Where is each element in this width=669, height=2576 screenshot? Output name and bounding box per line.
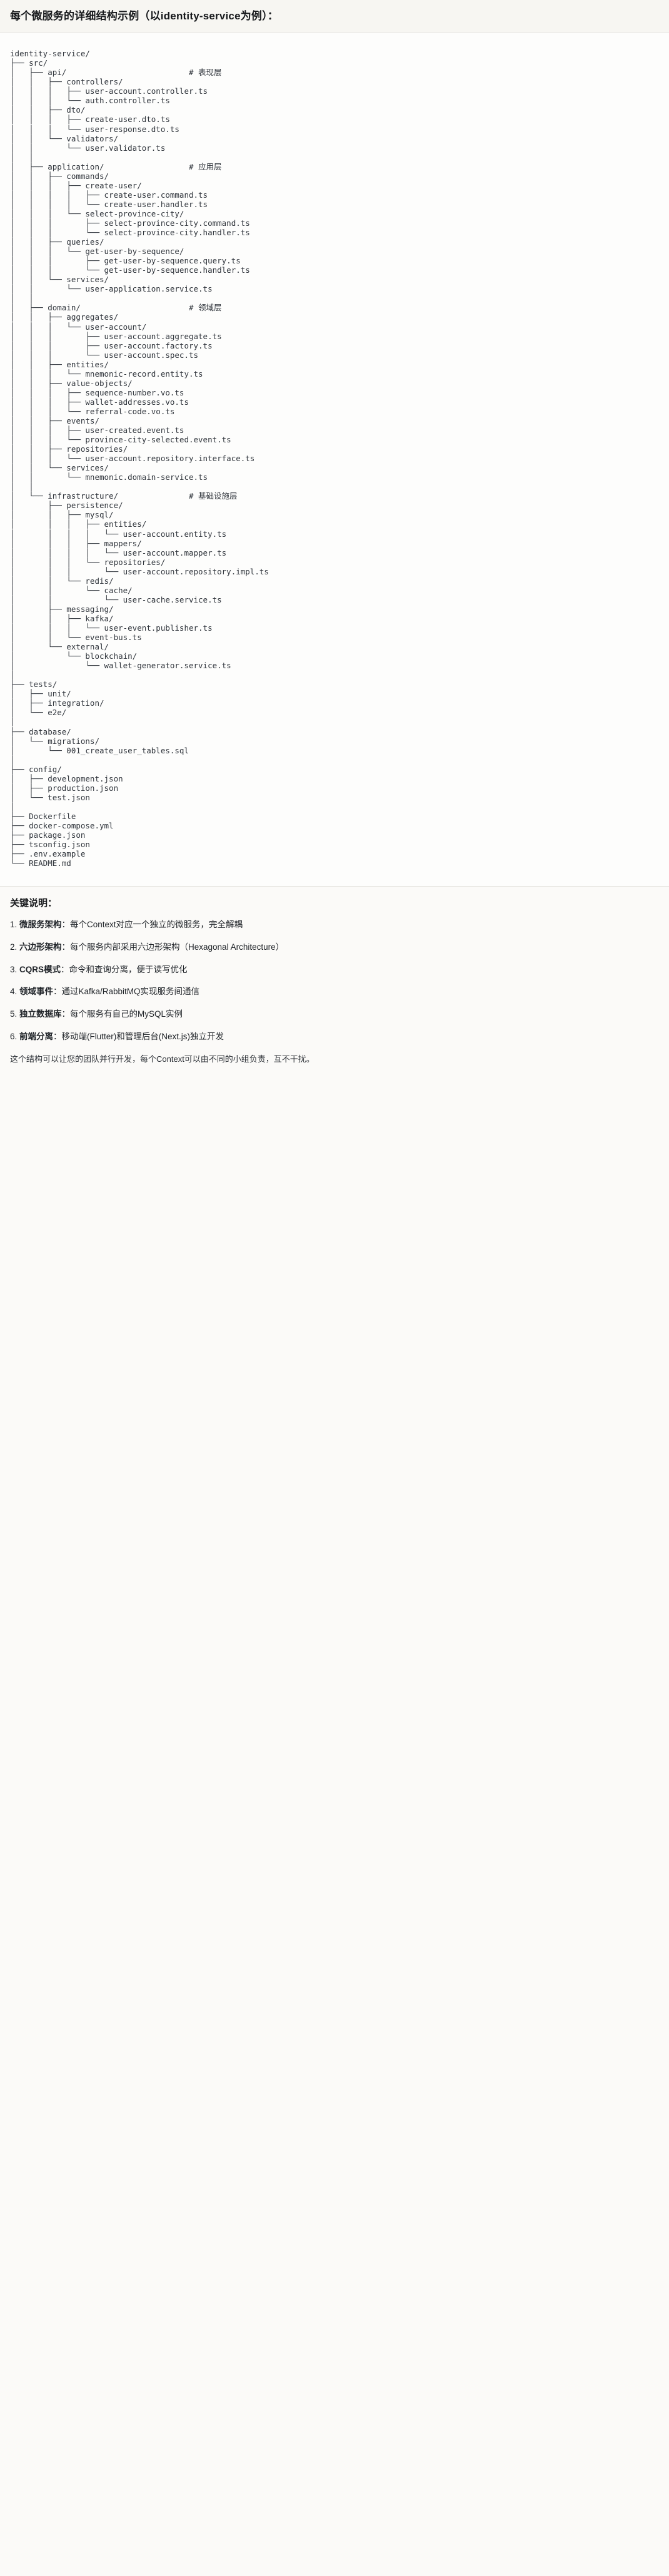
key-note-description: 命令和查询分离，便于读写优化 (69, 964, 188, 974)
key-note-separator: ： (61, 942, 71, 952)
directory-tree: identity-service/ ├── src/ │ ├── api/ # … (10, 49, 659, 868)
key-note-item: 1. 微服务架构：每个Context对应一个独立的微服务，完全解耦 (10, 919, 659, 932)
key-note-item: 4. 领域事件：通过Kafka/RabbitMQ实现服务间通信 (10, 985, 659, 999)
key-note-term: CQRS模式 (19, 964, 61, 974)
key-note-term: 领域事件 (19, 987, 54, 997)
page-root: 每个微服务的详细结构示例（以identity-service为例）： ident… (0, 0, 669, 1078)
key-note-item: 2. 六边形架构：每个服务内部采用六边形架构（Hexagonal Archite… (10, 941, 659, 954)
key-note-separator: ： (53, 987, 62, 997)
closing-paragraph: 这个结构可以让您的团队并行开发，每个Context可以由不同的小组负责，互不干扰… (10, 1054, 314, 1064)
key-note-separator: ： (53, 1032, 62, 1042)
directory-tree-code: identity-service/ ├── src/ │ ├── api/ # … (10, 49, 269, 868)
key-note-description: 移动端(Flutter)和管理后台(Next.js)独立开发 (61, 1032, 224, 1042)
page-title: 每个微服务的详细结构示例（以identity-service为例）： (10, 10, 279, 22)
key-note-term: 独立数据库 (19, 1009, 62, 1019)
key-note-separator: ： (61, 1009, 71, 1019)
key-note-description: 每个服务内部采用六边形架构（Hexagonal Architecture） (70, 942, 284, 952)
key-note-separator: ： (61, 919, 71, 929)
key-note-term: 前端分离 (19, 1032, 54, 1042)
key-note-description: 每个服务有自己的MySQL实例 (70, 1009, 183, 1019)
directory-tree-block: identity-service/ ├── src/ │ ├── api/ # … (0, 32, 669, 887)
key-note-number: 6. (10, 1032, 20, 1042)
key-note-number: 5. (10, 1009, 20, 1019)
key-note-term: 微服务架构 (19, 919, 62, 929)
key-note-description: 通过Kafka/RabbitMQ实现服务间通信 (61, 987, 200, 997)
key-note-item: 6. 前端分离：移动端(Flutter)和管理后台(Next.js)独立开发 (10, 1031, 659, 1044)
header-band: 每个微服务的详细结构示例（以identity-service为例）： (0, 0, 669, 33)
key-note-number: 2. (10, 942, 20, 952)
key-note-term: 六边形架构 (19, 942, 62, 952)
key-note-number: 4. (10, 987, 20, 997)
key-note-number: 3. (10, 964, 20, 974)
key-note-item: 5. 独立数据库：每个服务有自己的MySQL实例 (10, 1008, 659, 1021)
key-note-separator: ： (61, 964, 69, 974)
key-notes-title: 关键说明： (10, 897, 58, 909)
key-note-item: 3. CQRS模式：命令和查询分离，便于读写优化 (10, 964, 659, 977)
key-note-description: 每个Context对应一个独立的微服务，完全解耦 (70, 919, 243, 929)
key-note-number: 1. (10, 919, 20, 929)
